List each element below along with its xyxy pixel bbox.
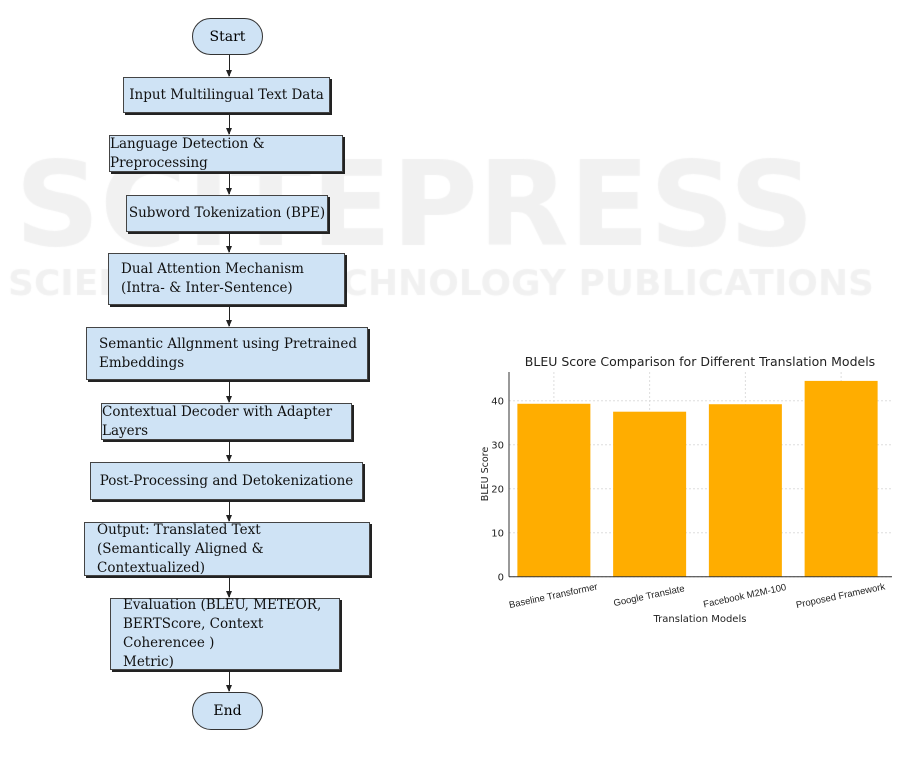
flow-step-7: Post-Processing and Detokenizatione	[90, 462, 363, 500]
end-terminal: End	[192, 692, 263, 730]
step-text: Subword Tokenization (BPE)	[128, 205, 326, 221]
chart-title: BLEU Score Comparison for Different Tran…	[525, 354, 875, 369]
step-text: Evaluation (BLEU, METEOR,	[123, 597, 322, 613]
y-tick-label: 10	[491, 529, 504, 540]
step-text: BERTScore, Context Coherencee )	[123, 616, 264, 651]
step-text: Input Multilingual Text Data	[129, 86, 324, 103]
flow-arrow	[226, 113, 232, 135]
flow-step-4: Dual Attention Mechanism (Intra- & Inter-…	[108, 253, 345, 305]
x-axis-label: Translation Models	[653, 614, 747, 625]
step-text: (Semantically Aligned & Contextualized)	[97, 540, 264, 576]
x-tick-label: Facebook M2M-100	[702, 582, 787, 610]
x-tick-label: Baseline Transformer	[508, 581, 599, 611]
flow-arrow	[226, 440, 232, 462]
bar-4	[804, 380, 878, 577]
bar-3	[708, 404, 782, 577]
bar-1	[517, 403, 591, 577]
y-tick-label: 30	[491, 441, 504, 452]
flow-step-9: Evaluation (BLEU, METEOR, BERTScore, Cont…	[110, 597, 340, 670]
step-text: (Intra- & Inter-Sentence)	[121, 280, 293, 296]
flow-arrow	[226, 380, 232, 403]
flow-arrow	[226, 55, 232, 77]
step-text: Dual Attention Mechanism	[121, 261, 304, 277]
flow-arrow	[226, 232, 232, 253]
x-tick-label: Google Translate	[613, 583, 686, 609]
start-terminal: Start	[192, 18, 263, 55]
flow-arrow	[226, 670, 232, 692]
step-text: Embeddings	[99, 354, 185, 371]
step-text: Output: Translated Text	[97, 521, 261, 538]
step-text: Metric)	[123, 654, 174, 670]
flow-step-1: Input Multilingual Text Data	[123, 77, 330, 113]
flow-step-6: Contextual Decoder with Adapter Layers	[101, 403, 352, 440]
x-tick-label: Proposed Framework	[795, 581, 886, 611]
y-tick-label: 0	[498, 573, 504, 584]
flow-arrow	[226, 305, 232, 327]
flow-step-8: Output: Translated Text (Semantically Ali…	[84, 522, 370, 576]
flow-arrow	[226, 576, 232, 598]
step-text: Contextual Decoder with Adapter Layers	[102, 403, 333, 439]
y-tick-label: 20	[491, 485, 504, 496]
flow-arrow	[226, 172, 232, 195]
step-text: Language Detection & Preprocessing	[110, 135, 265, 171]
step-text: Semantic Allgnment using Pretrained	[99, 335, 357, 352]
flow-step-3: Subword Tokenization (BPE)	[126, 195, 328, 232]
flow-arrow	[226, 500, 232, 522]
step-text: Post-Processing and Detokenizatione	[99, 472, 354, 489]
flow-step-2: Language Detection & Preprocessing	[109, 135, 343, 172]
y-axis-label: BLEU Score	[480, 447, 491, 502]
bar-2	[613, 411, 687, 577]
y-tick-label: 40	[491, 397, 504, 408]
